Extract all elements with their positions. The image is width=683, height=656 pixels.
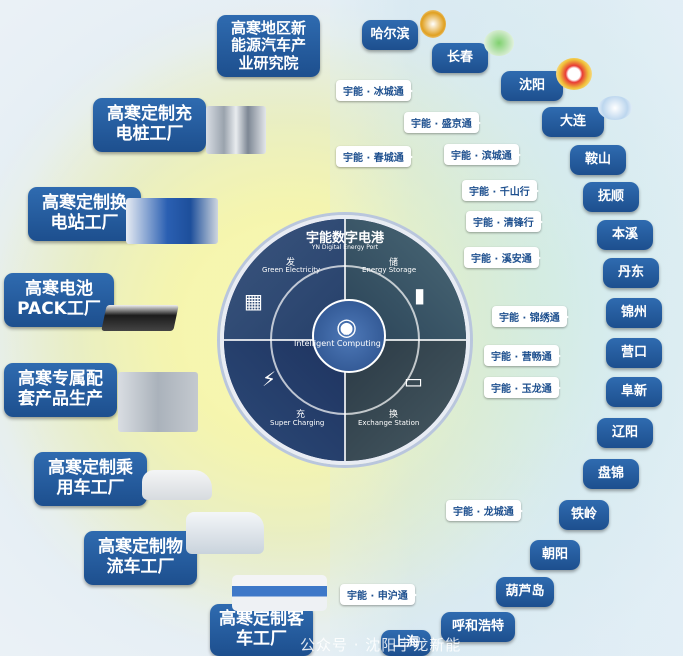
battery-pack-image bbox=[101, 305, 179, 331]
left-item-logistics-factory: 高寒定制物流车工厂 bbox=[84, 531, 197, 585]
city-shenyang: 沈阳 bbox=[501, 71, 563, 101]
tag-yingchang: 宇能 · 营畅通 bbox=[484, 345, 561, 366]
watermark: 公众号 · 沈阳宇龙新能 bbox=[300, 636, 462, 654]
city-changchun: 长春 bbox=[432, 43, 488, 73]
shenyang-logo bbox=[556, 58, 592, 90]
changchun-logo bbox=[484, 30, 514, 56]
logo-icon: ◉ bbox=[336, 313, 357, 341]
city-jinzhou: 锦州 bbox=[606, 298, 662, 328]
city-fushun: 抚顺 bbox=[583, 182, 639, 212]
left-item-accessories: 高寒专属配套产品生产 bbox=[4, 363, 117, 417]
digital-energy-port: 宇能数字电港 YN Digital Energy Port 发 Green El… bbox=[220, 215, 470, 465]
city-anshan: 鞍山 bbox=[570, 145, 626, 175]
tag-xian: 宇能 · 溪安通 bbox=[464, 247, 541, 268]
city-shanghai: 上海 bbox=[381, 630, 431, 656]
q2-label-cn: 储 bbox=[389, 258, 399, 268]
van-image bbox=[186, 512, 264, 554]
tag-qianshan: 宇能 · 千山行 bbox=[462, 180, 539, 201]
q4-label-en: Exchange Station bbox=[358, 419, 420, 427]
battery-icon: ▮ bbox=[414, 283, 426, 307]
harbin-logo bbox=[420, 10, 446, 38]
port-subtitle: YN Digital Energy Port bbox=[311, 244, 379, 251]
city-chaoyang: 朝阳 bbox=[530, 540, 580, 570]
tag-longcheng: 宇能 · 龙城通 bbox=[446, 500, 523, 521]
left-item-pack-factory: 高寒电池PACK工厂 bbox=[4, 273, 114, 327]
charger-image bbox=[206, 106, 266, 154]
q1-label-cn: 发 bbox=[286, 258, 296, 268]
center-label-en: Intelligent Computing bbox=[294, 339, 381, 348]
tag-bincheng: 宇能 · 滨城通 bbox=[444, 144, 521, 165]
city-dalian: 大连 bbox=[542, 107, 604, 137]
left-item-charger-factory: 高寒定制充电桩工厂 bbox=[93, 98, 206, 152]
q1-label-en: Green Electricity bbox=[262, 266, 321, 274]
dalian-logo bbox=[598, 96, 632, 120]
q4-label-cn: 换 bbox=[389, 410, 399, 420]
city-huludao: 葫芦岛 bbox=[496, 577, 554, 607]
accessories-image bbox=[118, 372, 198, 432]
tag-chuncheng: 宇能 · 春城通 bbox=[336, 146, 413, 167]
left-item-swap-factory: 高寒定制换电站工厂 bbox=[28, 187, 141, 241]
center-label-cn: 算 bbox=[343, 327, 351, 336]
city-hohhot: 呼和浩特 bbox=[441, 612, 515, 642]
city-panjin: 盘锦 bbox=[583, 459, 639, 489]
city-tieling: 铁岭 bbox=[559, 500, 609, 530]
suv-image bbox=[142, 470, 212, 500]
solar-panel-icon: ▦ bbox=[244, 289, 263, 313]
bus-image bbox=[232, 575, 327, 611]
tag-shenhu: 宇能 · 申沪通 bbox=[340, 584, 417, 605]
charger-icon: ⚡ bbox=[262, 367, 277, 391]
city-harbin: 哈尔滨 bbox=[362, 20, 418, 50]
port-title: 宇能数字电港 bbox=[305, 231, 384, 246]
left-item-bus-factory: 高寒定制客车工厂 bbox=[210, 604, 313, 656]
q3-label-cn: 充 bbox=[296, 410, 306, 420]
tag-shengjing: 宇能 · 盛京通 bbox=[404, 112, 481, 133]
left-item-passenger-factory: 高寒定制乘用车工厂 bbox=[34, 452, 147, 506]
left-item-institute: 高寒地区新能源汽车产业研究院 bbox=[217, 15, 320, 77]
tag-yulong: 宇能 · 玉龙通 bbox=[484, 377, 561, 398]
tag-jinxiu: 宇能 · 锦绣通 bbox=[492, 306, 569, 327]
intelligent-computing-core: ◉ bbox=[312, 299, 386, 373]
city-liaoyang: 辽阳 bbox=[597, 418, 653, 448]
tag-qingfeng: 宇能 · 清锋行 bbox=[466, 211, 543, 232]
city-fuxin: 阜新 bbox=[606, 377, 662, 407]
tag-bingcheng: 宇能 · 冰城通 bbox=[336, 80, 413, 101]
city-dandong: 丹东 bbox=[603, 258, 659, 288]
city-yingkou: 营口 bbox=[606, 338, 662, 368]
car-icon: ▭ bbox=[404, 369, 423, 393]
q2-label-en: Energy Storage bbox=[362, 266, 417, 274]
swap-station-image bbox=[126, 198, 218, 244]
q3-label-en: Super Charging bbox=[270, 419, 325, 427]
city-benxi: 本溪 bbox=[597, 220, 653, 250]
inner-ring bbox=[270, 265, 420, 415]
